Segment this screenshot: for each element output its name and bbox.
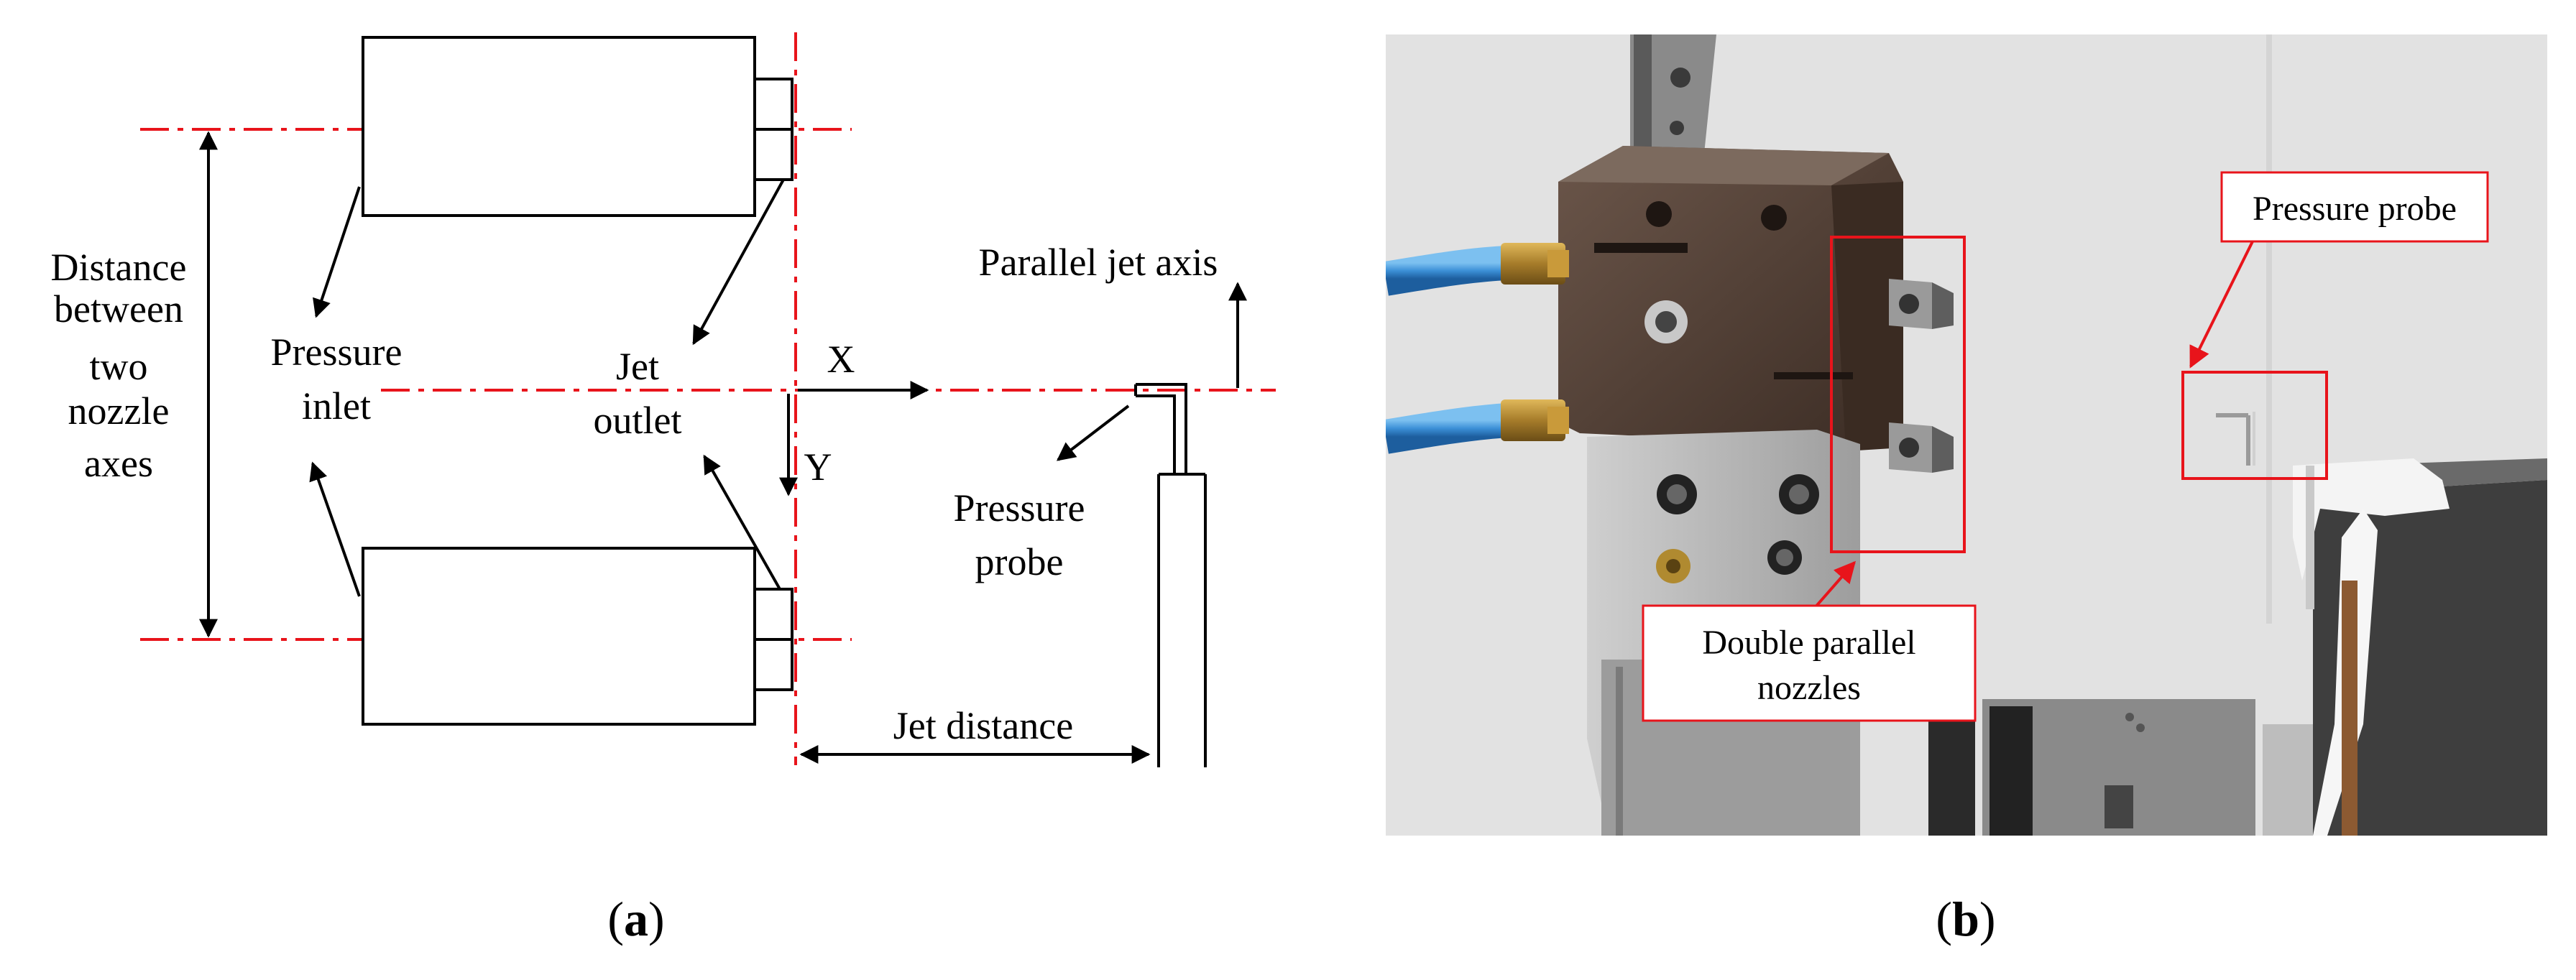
panel-a-labels: Distance between two nozzle axes Pressur…	[51, 241, 1218, 747]
pressure-probe-label-line1: Pressure	[954, 486, 1085, 530]
probe-stand	[2293, 458, 2547, 836]
nozzles-highlight-box	[1830, 236, 1966, 553]
photo-frame: Pressure probe Double parallel nozzles	[1386, 34, 2547, 836]
panel-b-caption: (b)	[1936, 892, 1995, 946]
distance-label-line3: two	[90, 345, 148, 388]
probe-pointer-arrow	[2189, 235, 2257, 369]
lower-nozzle	[362, 547, 794, 726]
panel-a-schematic: Distance between two nozzle axes Pressur…	[51, 32, 1276, 946]
photo-pressure-probe-label: Pressure probe	[2253, 190, 2457, 228]
pressure-probe-arrow	[1056, 405, 1130, 461]
nozzles-label-box	[1642, 604, 1977, 722]
y-axis-label: Y	[804, 445, 832, 489]
nozzle-nuts	[1889, 279, 1954, 473]
x-axis-label: X	[827, 338, 855, 381]
pressure-probe-label-line2: probe	[975, 540, 1064, 583]
diagram-arrows	[199, 131, 1247, 764]
upper-nozzle	[362, 36, 794, 217]
jet-outlet-label-line2: outlet	[594, 399, 682, 442]
probe-highlight-box	[2181, 371, 2328, 480]
probe-label-box	[2220, 171, 2489, 243]
jet-distance-label: Jet distance	[893, 704, 1073, 747]
distance-label-line5: axes	[84, 442, 153, 485]
mounting-bar	[1630, 34, 1716, 175]
pressure-inlet-arrow-down	[309, 461, 361, 597]
panel-a-caption: (a)	[607, 892, 664, 946]
parallel-jet-axis-label: Parallel jet axis	[979, 241, 1218, 284]
blue-hoses	[1386, 246, 1509, 454]
pressure-inlet-arrow-up	[313, 186, 361, 318]
brass-fittings	[1501, 243, 1569, 441]
distance-label-line1: Distance	[51, 246, 187, 289]
nozzles-label-line1: Double parallel	[1702, 624, 1915, 662]
jet-outlet-label-line1: Jet	[616, 345, 659, 388]
distance-label-line2: between	[54, 287, 183, 330]
pressure-probe-drawing	[1134, 383, 1207, 767]
nozzles-label-line2: nozzles	[1757, 669, 1861, 707]
photo-pressure-probe	[2216, 412, 2255, 466]
panel-b-photo: Pressure probe Double parallel nozzles (…	[1386, 34, 2547, 946]
distance-label-line4: nozzle	[68, 389, 170, 433]
pressure-inlet-label-line2: inlet	[302, 384, 371, 427]
nozzle-block	[1558, 146, 1903, 451]
nozzles-pointer-arrow	[1812, 560, 1856, 611]
pressure-inlet-label-line1: Pressure	[271, 330, 402, 374]
jet-outlet-arrow-down	[703, 454, 781, 590]
jet-outlet-arrow-up	[692, 179, 785, 346]
